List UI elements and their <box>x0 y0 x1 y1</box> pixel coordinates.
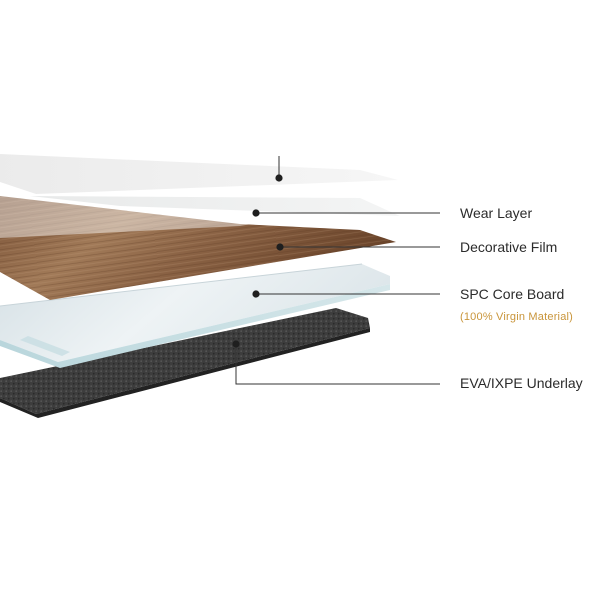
underlay-label: EVA/IXPE Underlay <box>460 375 583 391</box>
clear-film-layer <box>0 178 330 238</box>
underlay-layer <box>0 308 370 418</box>
spc-core-board-label: SPC Core Board <box>460 286 565 302</box>
leader-dots <box>232 174 284 348</box>
decorative-film-dot <box>276 243 284 251</box>
underlay-leader-line <box>235 344 440 385</box>
wear-layer-label: Wear Layer <box>460 205 533 221</box>
decorative-film-label: Decorative Film <box>460 239 558 255</box>
spc-core-board-note: (100% Virgin Material) <box>460 311 574 323</box>
leader-lines <box>235 156 440 385</box>
underlay-dot <box>232 340 240 348</box>
decorative-film-layer <box>0 196 396 300</box>
top-dot <box>275 174 283 182</box>
wear-layer-dot <box>252 209 260 217</box>
spc-core-layer <box>0 263 390 368</box>
spc-core-dot <box>252 290 260 298</box>
wear-layer-sheet <box>0 154 400 216</box>
